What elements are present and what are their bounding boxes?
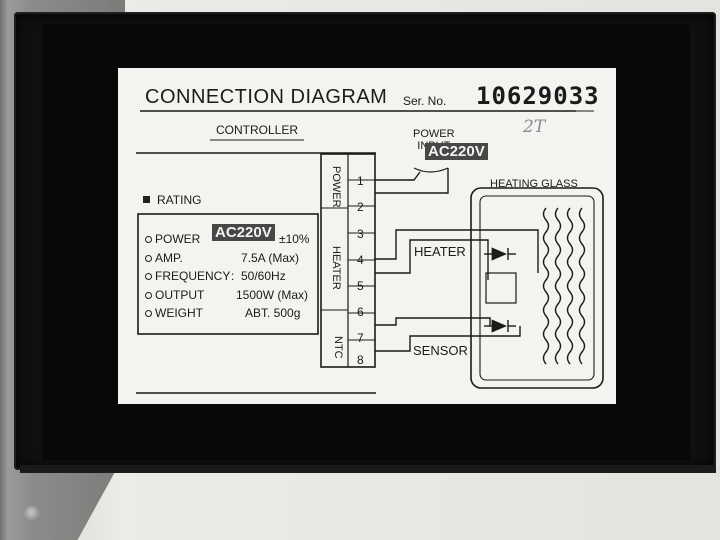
terminal-3: 3 xyxy=(357,227,364,241)
terminal-7: 7 xyxy=(357,331,364,345)
rating-frequency-label: FREQUENCY xyxy=(155,269,231,283)
terminal-group-ntc-label: NTC xyxy=(332,336,344,359)
rating-amp-label: AMP. xyxy=(155,251,183,265)
terminal-6: 6 xyxy=(357,305,364,319)
sensor-label: SENSOR xyxy=(413,343,468,358)
rating-power-label: POWER xyxy=(155,232,201,246)
connection-label-plate xyxy=(118,68,616,404)
rating-heading: RATING xyxy=(157,193,202,207)
bracket-screw xyxy=(24,506,40,522)
handwritten-note: 2T xyxy=(523,117,546,137)
terminal-1: 1 xyxy=(357,174,364,188)
rating-bullet xyxy=(145,310,152,317)
serial-label: Ser. No. xyxy=(403,94,447,108)
rating-bullet xyxy=(145,273,152,280)
terminal-4: 4 xyxy=(357,253,364,267)
rating-square-marker xyxy=(143,196,150,203)
rating-power-voltage-tag: AC220V xyxy=(212,224,275,241)
rating-output-value: 1500W (Max) xyxy=(236,288,309,302)
terminal-group-heater-label: HEATER xyxy=(330,246,342,290)
rating-bullet xyxy=(145,292,152,299)
rating-weight-label: WEIGHT xyxy=(155,306,203,320)
rating-output-label: OUTPUT xyxy=(155,288,205,302)
terminal-5: 5 xyxy=(357,279,364,293)
controller-label: CONTROLLER xyxy=(216,123,299,137)
wiring-diagram xyxy=(136,110,604,394)
heater-label: HEATER xyxy=(414,244,466,259)
serial-number: 10629033 xyxy=(476,82,600,110)
housing-bottom-edge xyxy=(20,465,716,473)
rating-amp-value: 7.5A (Max) xyxy=(241,251,300,265)
rating-weight-value: ABT. 500g xyxy=(245,306,301,320)
power-input-voltage-tag: AC220V xyxy=(425,143,488,160)
terminal-group-power-label: POWER xyxy=(330,166,342,208)
terminal-8: 8 xyxy=(357,353,364,367)
heating-glass-label: HEATING GLASS xyxy=(490,178,578,190)
rating-box xyxy=(137,213,319,335)
rating-frequency-value: 50/60Hz xyxy=(241,269,286,283)
rating-bullet xyxy=(145,236,152,243)
rating-power-tolerance: ±10% xyxy=(279,232,310,246)
diagram-title: CONNECTION DIAGRAM xyxy=(145,86,388,108)
heating-glass-box xyxy=(470,187,604,389)
rating-bullet xyxy=(145,255,152,262)
rating-frequency-sep: : xyxy=(231,269,235,283)
terminal-2: 2 xyxy=(357,200,364,214)
